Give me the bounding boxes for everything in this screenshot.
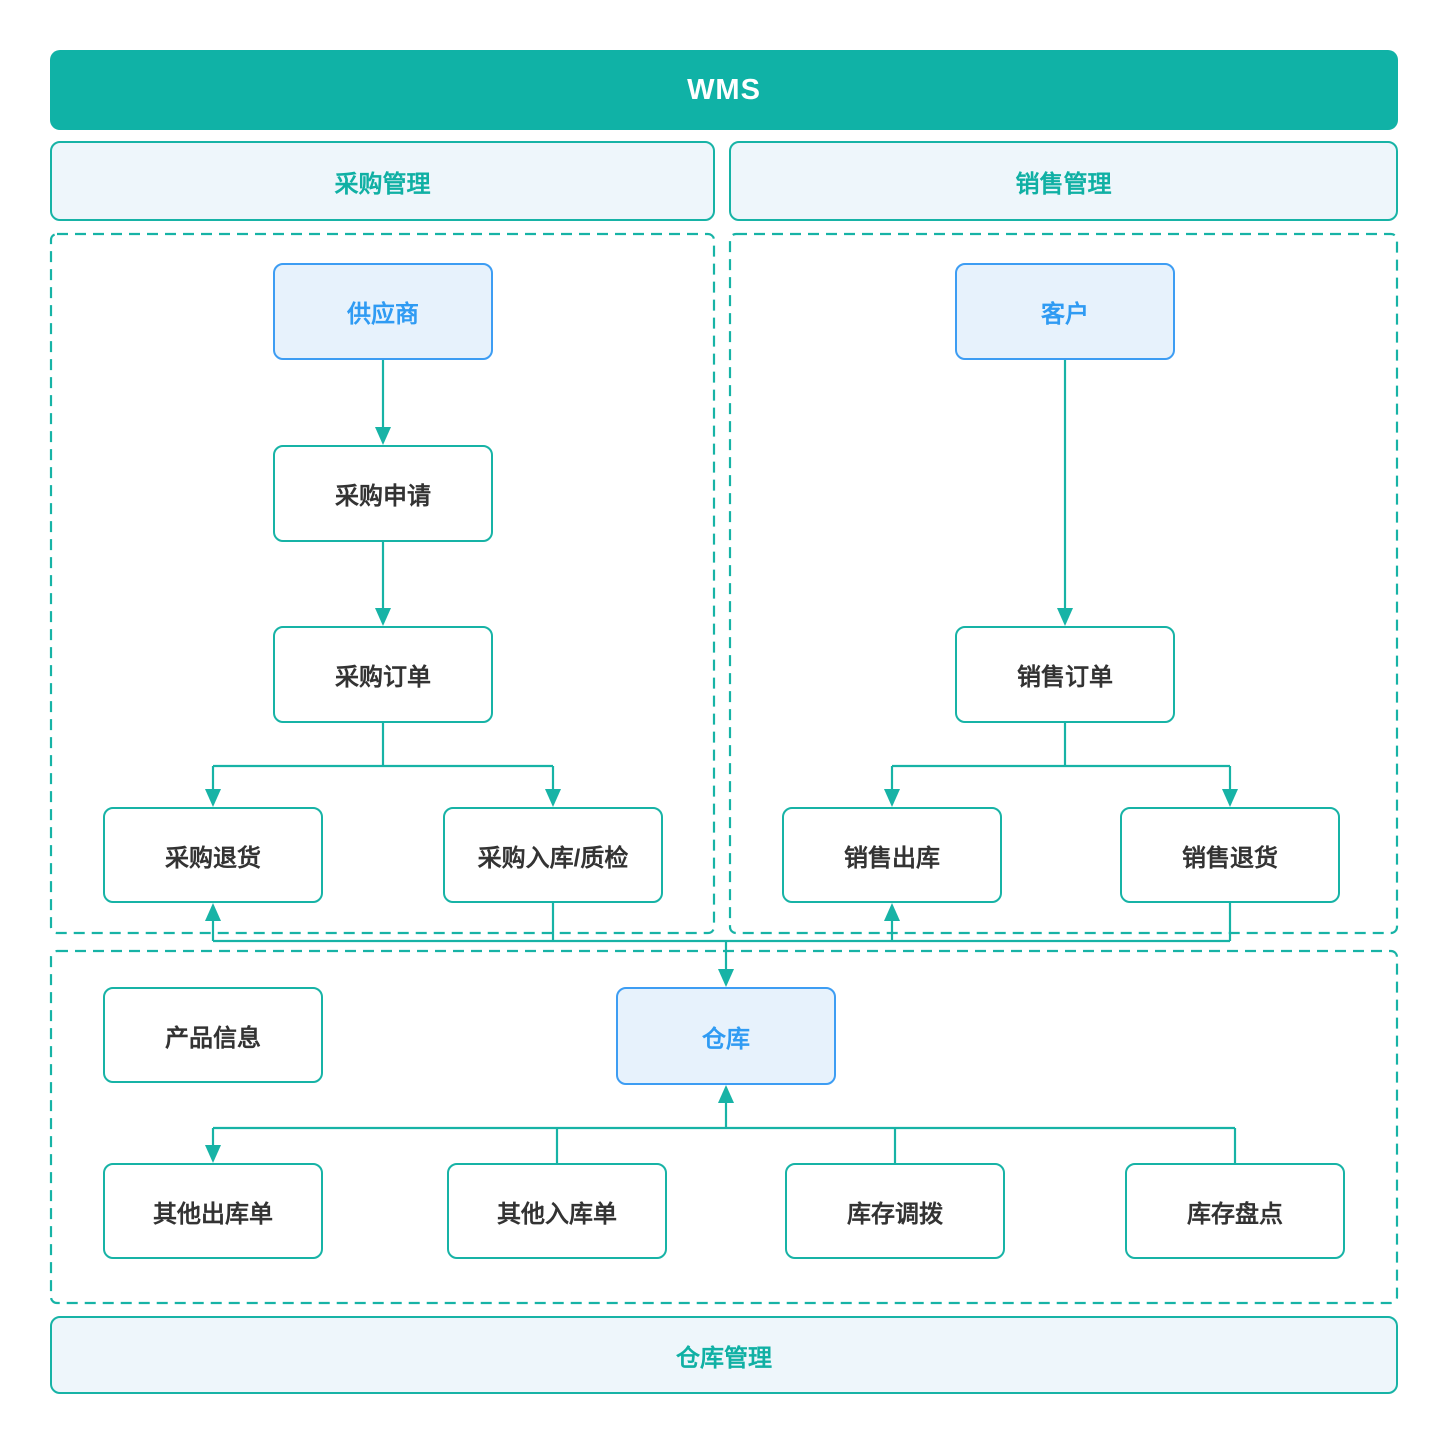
node-product-info[interactable]: 产品信息 [103,987,323,1083]
edge-purchase-order-branch [211,723,555,791]
arrowhead-into-sales-return [1222,789,1238,807]
node-other-outbound-label: 其他出库单 [153,1200,273,1228]
node-other-inbound[interactable]: 其他入库单 [447,1163,667,1259]
arrowhead-into-sales-outbound-bottom [884,903,900,921]
sales-region-border [728,232,1399,935]
arrowhead-into-purchase-request [375,427,391,445]
node-stock-count-label: 库存盘点 [1187,1200,1283,1228]
warehouse-region-border [49,949,1399,1305]
node-warehouse-label: 仓库 [702,1025,750,1053]
node-stock-transfer[interactable]: 库存调拨 [785,1163,1005,1259]
node-purchase-order-label: 采购订单 [335,664,431,691]
node-sales-order[interactable]: 销售订单 [955,626,1175,723]
node-stock-count[interactable]: 库存盘点 [1125,1163,1345,1259]
sales-section-label: 销售管理 [1015,170,1112,198]
node-supplier-label: 供应商 [347,301,419,328]
node-sales-return-label: 销售退货 [1182,844,1278,872]
node-sales-order-label: 销售订单 [1017,664,1113,691]
node-purchase-request-label: 采购申请 [335,483,431,510]
node-purchase-inbound-qc-label: 采购入库/质检 [477,844,629,872]
edge-sales-order-branch [890,723,1232,791]
node-purchase-return[interactable]: 采购退货 [103,807,323,903]
arrowhead-into-purchase-inbound-qc [545,789,561,807]
node-product-info-label: 产品信息 [165,1024,261,1052]
node-sales-outbound[interactable]: 销售出库 [782,807,1002,903]
arrowhead-into-sales-outbound-top [884,789,900,807]
edge-warehouse-bus [211,903,1232,971]
arrowhead-into-purchase-return-top [205,789,221,807]
node-other-outbound[interactable]: 其他出库单 [103,1163,323,1259]
warehouse-section-label: 仓库管理 [676,1344,772,1372]
node-stock-transfer-label: 库存调拨 [847,1200,943,1228]
node-purchase-request[interactable]: 采购申请 [273,445,493,542]
purchase-section-header: 采购管理 [50,141,715,221]
sales-section-header: 销售管理 [729,141,1398,221]
arrowhead-into-purchase-return-bottom [205,903,221,921]
node-customer[interactable]: 客户 [955,263,1175,360]
node-sales-outbound-label: 销售出库 [844,844,940,872]
node-customer-label: 客户 [1041,301,1089,328]
wms-title: WMS [687,73,761,106]
purchase-section-label: 采购管理 [334,170,431,198]
node-purchase-order[interactable]: 采购订单 [273,626,493,723]
warehouse-section-banner: 仓库管理 [50,1316,1398,1394]
node-purchase-return-label: 采购退货 [165,844,261,872]
node-warehouse[interactable]: 仓库 [616,987,836,1085]
arrowhead-into-warehouse-bottom [718,1085,734,1103]
purchase-region-border [49,232,716,935]
node-supplier[interactable]: 供应商 [273,263,493,360]
arrowhead-into-other-outbound [205,1145,221,1163]
node-purchase-inbound-qc[interactable]: 采购入库/质检 [443,807,663,903]
node-other-inbound-label: 其他入库单 [497,1200,617,1228]
wms-title-banner: WMS [50,50,1398,130]
edge-warehouse-lower-branch [211,1100,1237,1163]
arrowhead-into-warehouse-top [718,969,734,987]
node-sales-return[interactable]: 销售退货 [1120,807,1340,903]
arrowhead-into-purchase-order [375,608,391,626]
arrowhead-into-sales-order [1057,608,1073,626]
